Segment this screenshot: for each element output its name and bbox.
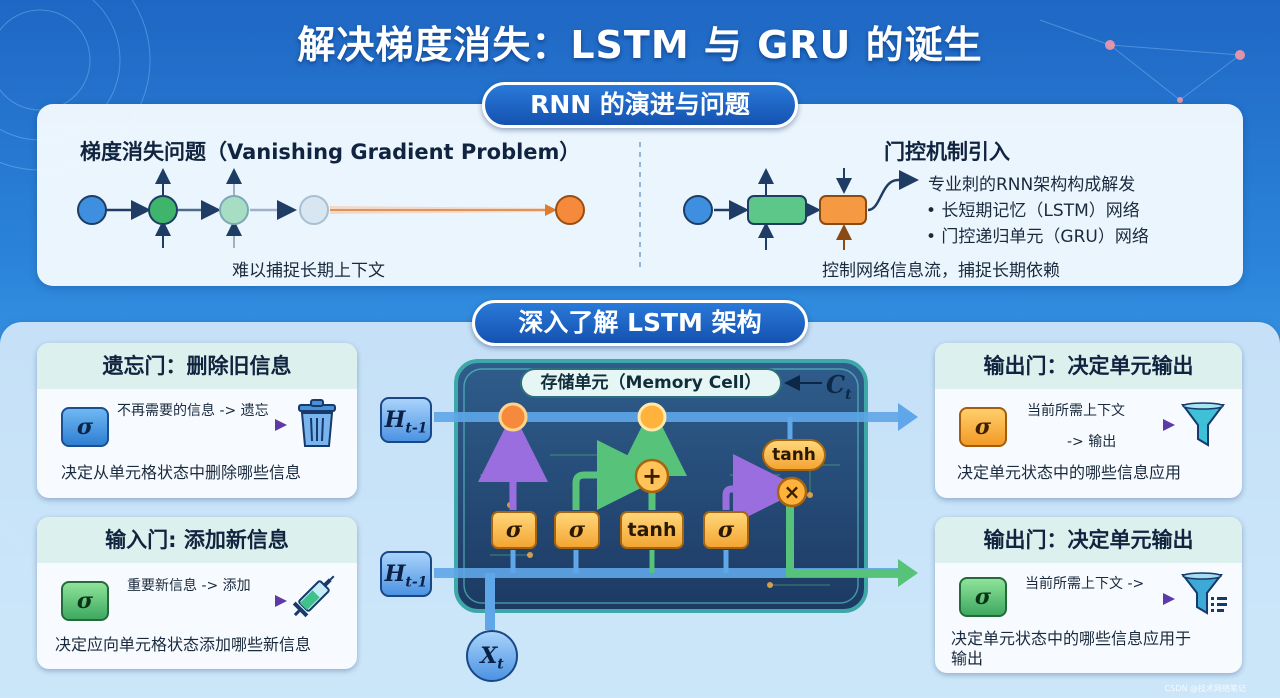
forget-gate-desc: 决定从单元格状态中删除哪些信息 <box>61 463 302 482</box>
forget-gate-sigma: σ <box>61 407 109 447</box>
lstm-architecture-pill: 深入了解 LSTM 架构 <box>472 300 808 346</box>
footer-watermark: CSDN @技术网络笔记 <box>1164 684 1246 693</box>
cell-state-ct: Ct <box>826 370 852 403</box>
input-gate-desc: 决定应向单元格状态添加哪些新信息 <box>55 635 312 654</box>
input-gate-arrow-label: 重要新信息 -> 添加 <box>127 578 251 594</box>
rnn-evolution-pill: RNN 的演进与问题 <box>482 82 798 128</box>
vanishing-gradient-caption: 难以捕捉长期上下文 <box>232 261 385 281</box>
input-gate-sigma: σ <box>61 581 109 621</box>
output-gate-1-arrow <box>1017 419 1175 431</box>
syringe-icon <box>292 575 335 618</box>
candidate-tanh-node: tanh <box>620 511 684 549</box>
input-gate-sigma-node: σ <box>554 511 600 549</box>
input-gate-card: 输入门: 添加新信息 σ 重要新信息 -> 添加 决定应向单元格状态添加哪些新信… <box>37 517 357 669</box>
forget-gate-sigma-node: σ <box>491 511 537 549</box>
output-gate-card-2: 输出门：决定单元输出 σ 当前所需上下文 -> 决定单元状态中的哪些信息应用于 … <box>935 517 1242 673</box>
forget-gate-card: 遗忘门：删除旧信息 σ 不再需要的信息 -> 遗忘 决定从单元格状态中删除哪些信… <box>37 343 357 498</box>
output-gate-2-arrow <box>1017 593 1175 605</box>
output-gate-2-desc-1: 决定单元状态中的哪些信息应用于 <box>951 629 1192 648</box>
forget-gate-title: 遗忘门：删除旧信息 <box>37 343 357 389</box>
input-gate-arrow <box>117 595 287 607</box>
divider <box>639 142 641 270</box>
x-input: Xt <box>466 630 518 682</box>
output-gate-2-sigma: σ <box>959 577 1007 617</box>
times-operator: × <box>783 480 801 504</box>
forget-gate-arrow-label: 不再需要的信息 -> 遗忘 <box>117 403 269 419</box>
input-gate-title: 输入门: 添加新信息 <box>37 517 357 563</box>
output-gate-2-title: 输出门：决定单元输出 <box>935 517 1242 563</box>
funnel-filter-icon <box>1181 572 1227 615</box>
output-gate-1-sigma: σ <box>959 407 1007 447</box>
output-gate-2-arrow-label: 当前所需上下文 -> <box>1025 576 1145 592</box>
trash-icon <box>298 399 336 447</box>
output-gate-1-title: 输出门：决定单元输出 <box>935 343 1242 389</box>
vanishing-gradient-title: 梯度消失问题（Vanishing Gradient Problem） <box>80 140 581 164</box>
output-gate-sigma-node: σ <box>703 511 749 549</box>
output-gate-1-arrow-label-2: -> 输出 <box>1067 434 1117 450</box>
gating-bullet-gru: • 门控递归单元（GRU）网络 <box>926 227 1149 247</box>
memory-cell-label: 存储单元（Memory Cell） <box>520 368 782 398</box>
output-gate-1-desc: 决定单元状态中的哪些信息应用 <box>957 463 1182 482</box>
h-prev-top: Ht-1 <box>380 397 432 443</box>
output-gate-1-arrow-label: 当前所需上下文 <box>1027 403 1125 419</box>
h-prev-bottom: Ht-1 <box>380 551 432 597</box>
forget-gate-arrow <box>117 419 287 431</box>
gating-caption: 控制网络信息流，捕捉长期依赖 <box>822 261 1060 281</box>
gating-title: 门控机制引入 <box>884 140 1010 164</box>
vanishing-gradient-diagram <box>77 168 585 248</box>
plus-operator: + <box>641 462 663 490</box>
cell-tanh-node: tanh <box>762 439 826 471</box>
page-title: 解决梯度消失：LSTM 与 GRU 的诞生 <box>297 23 983 67</box>
output-gate-2-desc-2: 输出 <box>951 649 984 668</box>
gating-diagram <box>683 168 919 250</box>
output-gate-card-1: 输出门：决定单元输出 σ 当前所需上下文 -> 输出 决定单元状态中的哪些信息应… <box>935 343 1242 498</box>
funnel-icon <box>1181 402 1225 447</box>
gating-bullet-lstm: • 长短期记忆（LSTM）网络 <box>926 201 1140 221</box>
gating-desc: 专业刺的RNN架构构成解发 <box>928 175 1136 195</box>
